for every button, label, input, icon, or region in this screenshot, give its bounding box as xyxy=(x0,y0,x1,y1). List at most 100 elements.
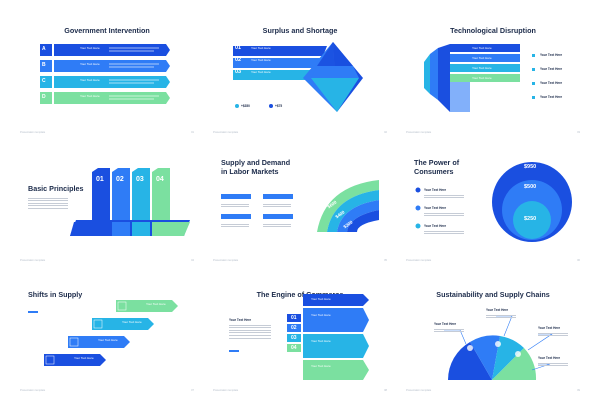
slide-shifts-in-supply[interactable]: Shifts in Supply Your Text Here Your Tex… xyxy=(14,276,200,396)
letter-b: B xyxy=(42,62,46,68)
body-text xyxy=(28,196,68,209)
side-label: Your Text Here xyxy=(540,67,563,71)
fan-label-3: Your Text Here xyxy=(538,326,561,330)
arrow-label: Your Text Here xyxy=(122,320,142,324)
band-02 xyxy=(233,58,321,68)
column-03 xyxy=(132,168,150,220)
arrow-label: Your Text Here xyxy=(74,356,94,360)
slide-footer: Presentation template xyxy=(20,131,46,134)
slide-footer: Presentation template xyxy=(213,131,239,134)
body-text xyxy=(424,193,464,199)
slide-surplus-and-shortage[interactable]: Surplus and Shortage 01 02 03 Your Text … xyxy=(207,18,393,138)
row-label: Your Text Here xyxy=(80,94,100,98)
row-label: Your Text Here xyxy=(311,297,331,301)
band-label: Your Text Here xyxy=(251,46,271,50)
principles-columns xyxy=(70,168,190,236)
body-text xyxy=(486,313,516,319)
arrow-label: Your Text Here xyxy=(146,302,166,306)
stair-arrow-4 xyxy=(116,300,178,312)
title-underline xyxy=(28,311,38,313)
slide-technological-disruption[interactable]: Technological Disruption Your Text Here … xyxy=(400,18,586,138)
page-number: 04 xyxy=(191,259,194,262)
fold-band-4 xyxy=(450,74,520,82)
slide-title: Shifts in Supply xyxy=(28,290,83,299)
stat-shortage: +$75 xyxy=(275,104,283,108)
number-02: 02 xyxy=(291,325,297,331)
bullet-label: Your Text Here xyxy=(424,188,447,192)
engine-row-4 xyxy=(303,360,369,380)
slide-footer: Presentation template xyxy=(20,259,46,262)
body-text xyxy=(538,361,568,367)
slide-supply-demand-labor[interactable]: Supply and Demand in Labor Markets $700 … xyxy=(207,146,393,266)
arc-diagram xyxy=(317,180,379,232)
column-number-04: 04 xyxy=(156,176,164,183)
slide-basic-principles[interactable]: Basic Principles 01 02 03 04 Presentatio… xyxy=(14,146,200,266)
number-01: 01 xyxy=(291,315,297,321)
fold-side-2 xyxy=(430,48,438,100)
letter-box-d xyxy=(40,92,52,104)
slide-engine-of-commerce[interactable]: The Engine of Commerce Your Text Here 01… xyxy=(207,276,393,396)
stat-surplus: +$350 xyxy=(241,104,250,108)
slide-footer: Presentation template xyxy=(406,259,432,262)
row-bar-a xyxy=(54,44,170,56)
number-04: 04 xyxy=(291,345,297,351)
tech-icon-4 xyxy=(532,96,535,99)
slide-government-intervention[interactable]: Government Intervention A B C D Your xyxy=(14,18,200,138)
row-label: Your Text Here xyxy=(311,313,331,317)
body-text xyxy=(263,202,291,208)
fan-segment-4 xyxy=(492,348,537,380)
fold-side-3 xyxy=(424,54,430,94)
page-number: 07 xyxy=(191,389,194,392)
row-label: Your Text Here xyxy=(80,46,100,50)
stair-arrows xyxy=(44,300,178,366)
stair-arrow-3 xyxy=(92,318,154,330)
circle-value-middle: $500 xyxy=(524,184,537,190)
fold-label: Your Text Here xyxy=(472,46,492,50)
fan-label-4: Your Text Here xyxy=(538,356,561,360)
body-text xyxy=(229,323,271,339)
side-label: Your Text Here xyxy=(540,95,563,99)
number-tab-02 xyxy=(287,324,301,332)
stair-arrow-1 xyxy=(44,354,106,366)
nested-circles xyxy=(415,162,572,242)
column-number-02: 02 xyxy=(116,176,124,183)
letter-box-c xyxy=(40,76,52,88)
slide-title: Supply and Demand in Labor Markets xyxy=(221,158,290,176)
title-line-1: The Power of xyxy=(414,158,460,167)
number-tab-01 xyxy=(287,314,301,322)
body-text xyxy=(424,229,464,235)
arc-band-4 xyxy=(347,210,379,232)
bullet-3 xyxy=(415,223,421,229)
slide-footer: Presentation template xyxy=(20,389,46,392)
arc-band-3 xyxy=(337,200,379,232)
title-line-2: Consumers xyxy=(414,167,454,176)
tech-icon-3 xyxy=(532,82,535,85)
label-tag: Your Text Here xyxy=(263,214,293,228)
bullet-2 xyxy=(415,205,421,211)
row-label: Your Text Here xyxy=(80,78,100,82)
tech-icon-2 xyxy=(532,68,535,71)
arc-band-1 xyxy=(317,180,379,232)
slide-power-of-consumers[interactable]: The Power of Consumers $950 $500 $250 Yo… xyxy=(400,146,586,266)
slide-sustainability-supply-chains[interactable]: Sustainability and Supply Chains Your Te… xyxy=(400,276,586,396)
number-tab-04 xyxy=(287,344,301,352)
letter-box-b xyxy=(40,60,52,72)
fold-band-2 xyxy=(450,54,520,62)
number-tab-03 xyxy=(287,334,301,342)
band-number-02: 02 xyxy=(235,57,242,63)
bullet-1 xyxy=(415,187,421,193)
page-number: 09 xyxy=(577,389,580,392)
label-tag: Your Text Here xyxy=(221,214,251,228)
body-text xyxy=(434,327,464,333)
slide-title: Sustainability and Supply Chains xyxy=(436,290,550,299)
fold-diagram xyxy=(424,44,535,112)
circle-value-outer: $950 xyxy=(524,164,537,170)
stat-dot-1 xyxy=(235,104,239,108)
tech-icon-1 xyxy=(532,54,535,57)
title-line-2: in Labor Markets xyxy=(221,167,279,176)
band-label: Your Text Here xyxy=(251,58,271,62)
stat-dot-2 xyxy=(269,104,273,108)
row-bar-b xyxy=(54,60,170,72)
fan-label-2: Your Text Here xyxy=(486,308,509,312)
